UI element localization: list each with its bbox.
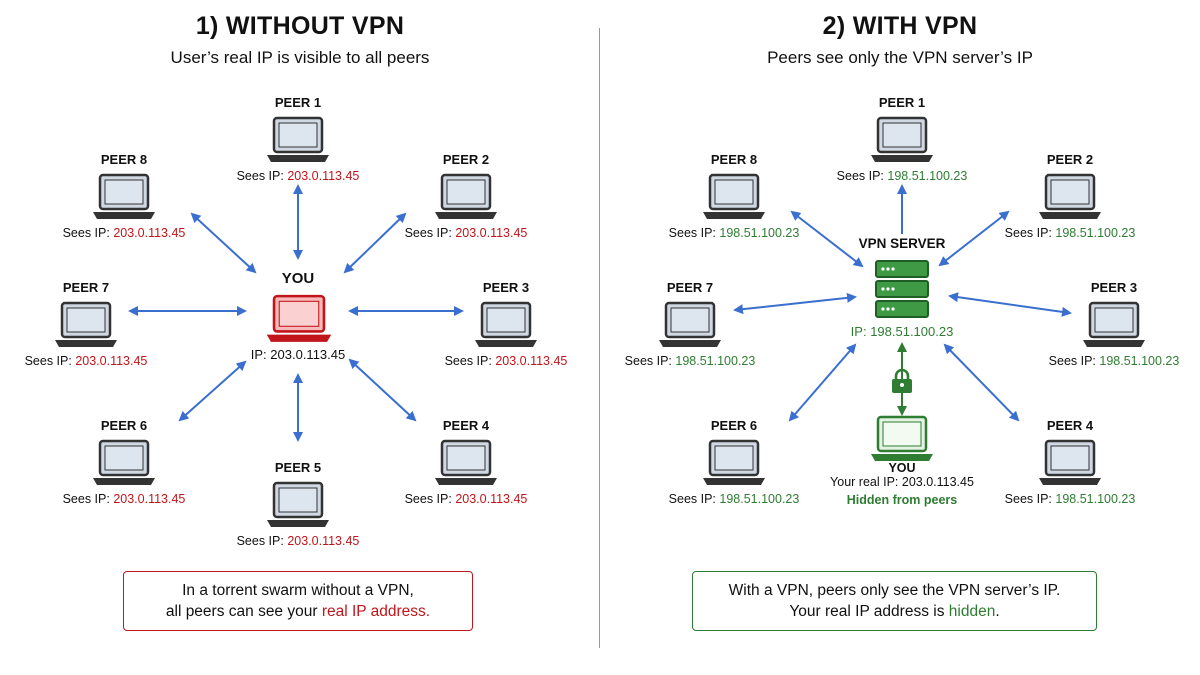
peer-sees-ip: Sees IP: 198.51.100.23	[668, 492, 800, 506]
left-title: 1) WITHOUT VPN	[195, 12, 405, 40]
arrow-server-peer3	[948, 292, 1072, 317]
peer-label: PEER 7	[62, 280, 110, 295]
left-you-ip: IP: 203.0.113.45	[250, 347, 346, 362]
peer-label: PEER 5	[274, 460, 322, 475]
hidden-note: Hidden from peers	[846, 493, 958, 507]
peer-sees-ip: Sees IP: 203.0.113.45	[444, 354, 568, 368]
laptop-icon	[1037, 172, 1103, 222]
peer-label: PEER 3	[1090, 280, 1138, 295]
peer-label: PEER 2	[1046, 152, 1094, 167]
peer-sees-ip: Sees IP: 198.51.100.23	[1004, 492, 1136, 506]
with-vpn-panel: 2) WITH VPN Peers see only the VPN serve…	[600, 0, 1200, 675]
left-you-label: YOU	[281, 270, 315, 287]
arrow-server-peer2	[938, 210, 1010, 267]
right-caption: With a VPN, peers only see the VPN serve…	[692, 571, 1097, 631]
right-you-label: YOU	[888, 461, 916, 475]
peer-sees-ip: Sees IP: 203.0.113.45	[404, 226, 528, 240]
peer-label: PEER 8	[710, 152, 758, 167]
arrow-peer2-you	[343, 212, 407, 274]
laptop-icon	[869, 414, 935, 464]
laptop-icon	[433, 172, 499, 222]
peer-label: PEER 8	[100, 152, 148, 167]
laptop-icon	[869, 115, 935, 165]
laptop-icon	[265, 115, 331, 165]
peer-sees-ip: Sees IP: 203.0.113.45	[62, 226, 186, 240]
laptop-icon	[91, 172, 157, 222]
left-caption: In a torrent swarm without a VPN, all pe…	[123, 571, 473, 631]
laptop-icon	[701, 438, 767, 488]
without-vpn-panel: 1) WITHOUT VPN User’s real IP is visible…	[24, 12, 567, 631]
arrow-server-peer8	[790, 210, 864, 268]
panel-divider	[599, 28, 600, 648]
laptop-icon	[265, 480, 331, 530]
laptop-icon	[473, 300, 539, 350]
peer-sees-ip: Sees IP: 198.51.100.23	[836, 169, 968, 183]
right-you-real-ip: Your real IP: 203.0.113.45	[830, 475, 974, 489]
vpn-server-ip: IP: 198.51.100.23	[850, 324, 954, 339]
right-arrows	[733, 184, 1072, 422]
peer-sees-ip: Sees IP: 198.51.100.23	[624, 354, 756, 368]
peer-label: PEER 1	[274, 95, 322, 110]
arrow-server-peer7	[733, 292, 857, 315]
laptop-icon	[264, 293, 334, 345]
arrow-peer4-you	[348, 358, 417, 422]
peer-sees-ip: Sees IP: 203.0.113.45	[404, 492, 528, 506]
peer-sees-ip: Sees IP: 203.0.113.45	[236, 169, 360, 183]
peer-sees-ip: Sees IP: 203.0.113.45	[62, 492, 186, 506]
laptop-icon	[53, 300, 119, 350]
arrow-peer8-you	[190, 212, 257, 274]
laptop-icon	[91, 438, 157, 488]
arrow-server-peer6	[788, 343, 857, 422]
laptop-icon	[701, 172, 767, 222]
peer-label: PEER 4	[1046, 418, 1094, 433]
peer-sees-ip: Sees IP: 198.51.100.23	[1004, 226, 1136, 240]
laptop-icon	[1037, 438, 1103, 488]
laptop-icon	[433, 438, 499, 488]
peer-label: PEER 6	[710, 418, 758, 433]
peer-label: PEER 4	[442, 418, 490, 433]
peer-sees-ip: Sees IP: 203.0.113.45	[236, 534, 360, 548]
left-subtitle: User’s real IP is visible to all peers	[170, 48, 430, 67]
arrow-peer6-you	[178, 360, 247, 422]
peer-label: PEER 7	[666, 280, 714, 295]
server-icon	[874, 259, 930, 319]
lock-icon	[891, 368, 913, 394]
peer-label: PEER 3	[482, 280, 530, 295]
vpn-server-label: VPN SERVER	[858, 236, 946, 251]
laptop-icon	[1081, 300, 1147, 350]
laptop-icon	[657, 300, 723, 350]
right-title: 2) WITH VPN	[822, 12, 978, 40]
peer-label: PEER 1	[878, 95, 926, 110]
peer-label: PEER 2	[442, 152, 490, 167]
right-subtitle: Peers see only the VPN server’s IP	[767, 48, 1033, 67]
peer-label: PEER 6	[100, 418, 148, 433]
peer-sees-ip: Sees IP: 203.0.113.45	[24, 354, 148, 368]
peer-sees-ip: Sees IP: 198.51.100.23	[668, 226, 800, 240]
arrow-server-peer4	[943, 343, 1020, 422]
peer-sees-ip: Sees IP: 198.51.100.23	[1048, 354, 1180, 368]
left-arrows	[128, 184, 464, 442]
